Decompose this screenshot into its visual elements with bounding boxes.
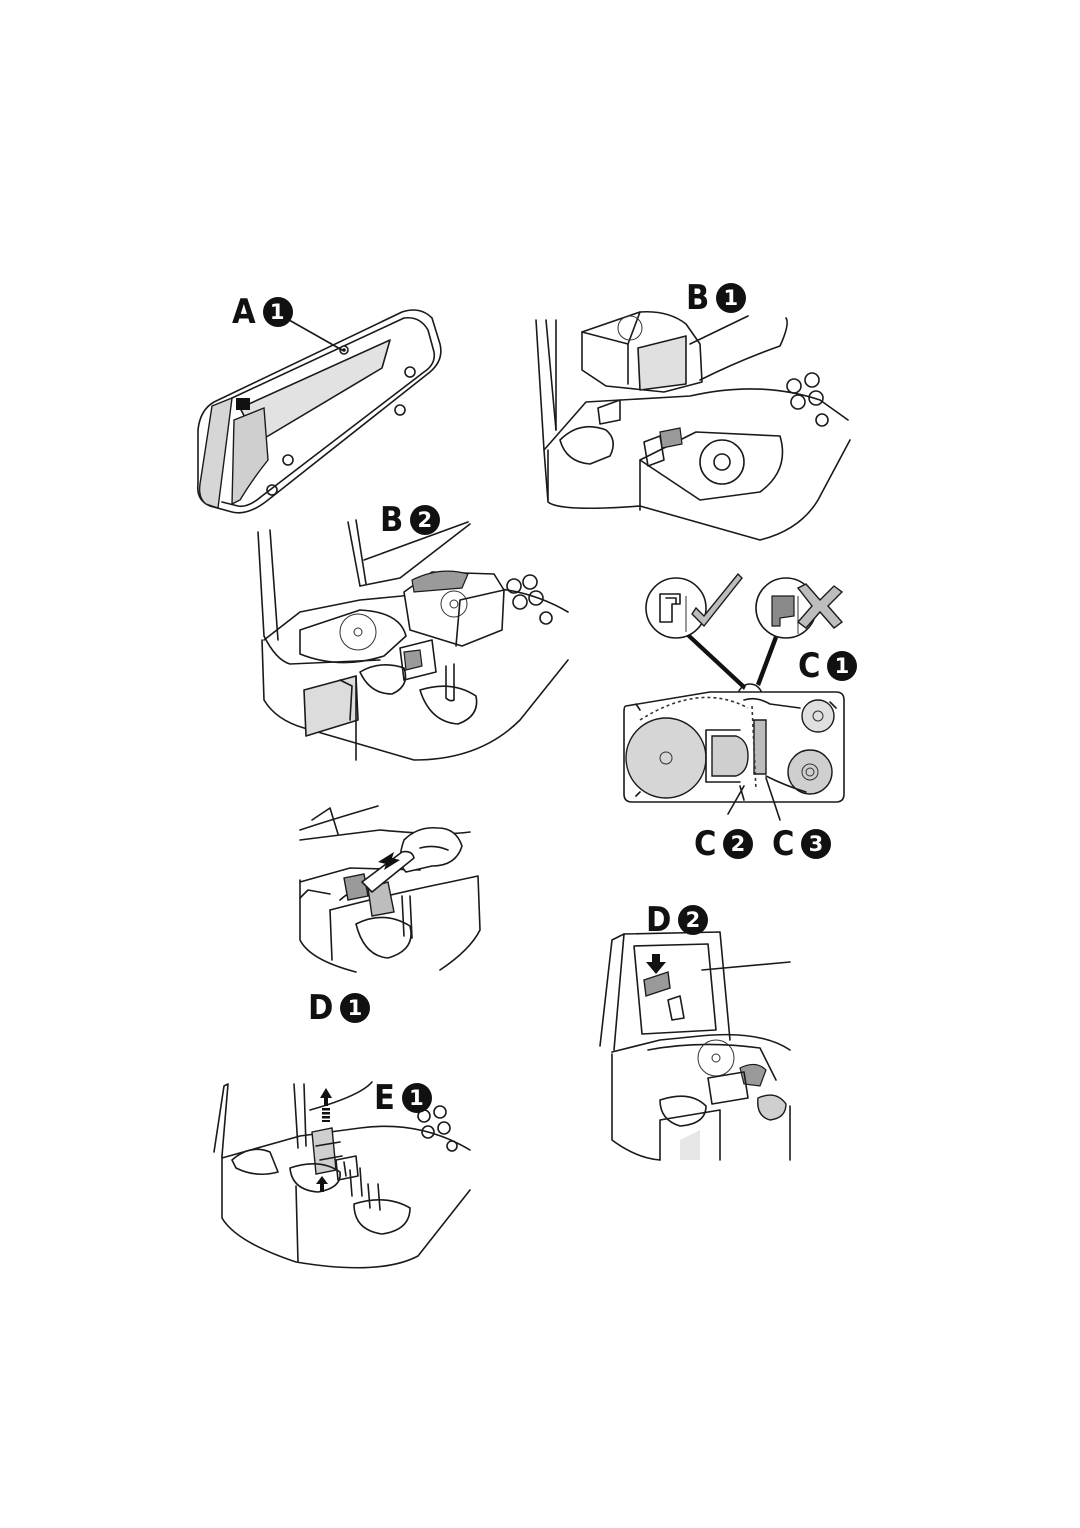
step-number-badge: 1 xyxy=(340,993,371,1023)
a1-callout-line xyxy=(281,315,343,351)
step-letter: D xyxy=(308,988,335,1028)
illustration-c1-tape-check xyxy=(623,572,845,821)
step-label-b1: B 1 xyxy=(686,278,747,318)
step-number-badge: 3 xyxy=(801,829,832,859)
step-letter: C xyxy=(798,646,822,686)
step-label-c2: C 2 xyxy=(694,824,754,864)
step-label-e1: E 1 xyxy=(374,1078,432,1118)
step-letter: A xyxy=(232,292,257,332)
step-number-badge: 2 xyxy=(723,829,754,859)
step-number-badge: 1 xyxy=(401,1083,432,1113)
illustration-d1-cleaning xyxy=(299,805,481,973)
print-head xyxy=(711,735,749,777)
step-letter: D xyxy=(646,900,673,940)
step-letter: B xyxy=(686,278,711,318)
illustration-d2-lid-pad xyxy=(599,931,791,1161)
battery-window-icon xyxy=(236,398,250,410)
step-label-a1: A 1 xyxy=(232,292,293,332)
step-letter: E xyxy=(374,1078,396,1118)
illustration-b1-cassette-insert xyxy=(535,310,851,541)
step-number-badge: 1 xyxy=(262,297,293,327)
step-label-d1: D 1 xyxy=(308,988,371,1028)
step-label-d2: D 2 xyxy=(646,900,709,940)
check-mark-icon xyxy=(691,572,743,628)
tape-spool xyxy=(625,717,707,799)
c1-correct-inset xyxy=(645,577,707,639)
double-arrow-icon xyxy=(378,852,400,870)
illustration-e1-cutter-removal xyxy=(213,1081,471,1269)
ribbon-spool xyxy=(787,749,833,795)
step-number-badge: 1 xyxy=(827,651,858,681)
cross-mark-icon xyxy=(796,583,844,629)
step-number-badge: 2 xyxy=(678,905,709,935)
step-label-c1: C 1 xyxy=(798,646,858,686)
step-label-b2: B 2 xyxy=(380,500,441,540)
step-number-badge: 1 xyxy=(716,283,747,313)
step-letter: C xyxy=(694,824,718,864)
step-letter: B xyxy=(380,500,405,540)
step-number-badge: 2 xyxy=(410,505,441,535)
up-arrow-icon xyxy=(316,1176,328,1192)
step-label-c3: C 3 xyxy=(772,824,832,864)
illustration-b2-cassette-above-tray xyxy=(257,519,569,761)
down-arrow-icon xyxy=(646,954,666,974)
illustration-a1-printer-bottom xyxy=(196,309,442,514)
step-letter: C xyxy=(772,824,796,864)
